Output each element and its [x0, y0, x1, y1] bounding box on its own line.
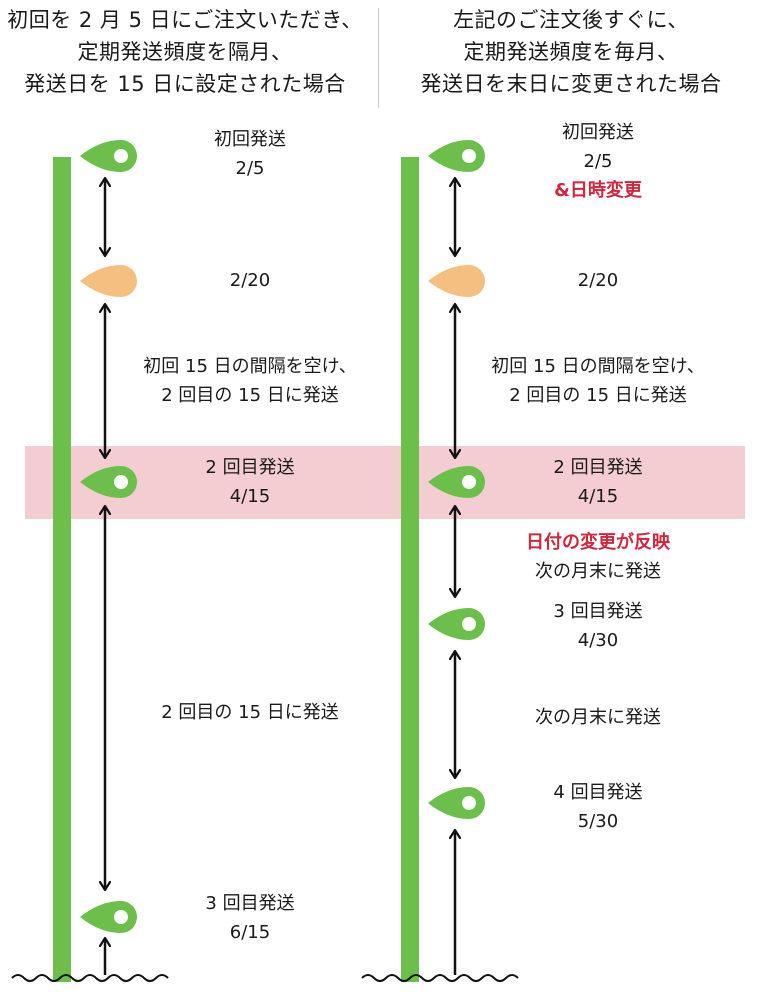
right-second-shipment-label: 2 回目発送 4/15 [468, 453, 728, 511]
left-interval-2-label: 2 回目の 15 日に発送 [120, 698, 380, 727]
left-timeline-rail [53, 157, 71, 982]
right-first-shipment-pin-icon [428, 140, 485, 172]
shipment-date: 6/15 [229, 922, 271, 943]
shipment-date: 4/15 [229, 486, 271, 507]
right-timeline-rail [401, 157, 419, 982]
interval-text: 次の月末に発送 [535, 561, 661, 582]
shipment-title: 2 回目発送 [205, 457, 295, 478]
left-wavy-baseline [11, 974, 169, 982]
left-second-shipment-label: 2 回目発送 4/15 [120, 453, 380, 511]
right-interval-2-label: 日付の変更が反映 次の月末に発送 [468, 528, 728, 586]
shipment-date: 2/5 [583, 151, 613, 172]
interval-text: 次の月末に発送 [535, 707, 661, 728]
right-header-line: 左記のご注文後すぐに、 [453, 8, 689, 32]
shipment-title: 初回発送 [562, 122, 634, 143]
left-date-marker-pin-icon [80, 265, 137, 297]
left-third-shipment-label: 3 回目発送 6/15 [120, 889, 380, 947]
shipment-date: 4/30 [577, 630, 619, 651]
right-interval-3-label: 次の月末に発送 [468, 703, 728, 732]
right-second-shipment-pin-icon [428, 466, 485, 498]
interval-text: 2 回目の 15 日に発送 [161, 702, 339, 723]
right-interval-1-label: 初回 15 日の間隔を空け、 2 回目の 15 日に発送 [468, 352, 728, 410]
shipment-date: 4/15 [577, 486, 619, 507]
header-divider [378, 8, 379, 108]
interval-text-line: 2 回目の 15 日に発送 [509, 385, 687, 406]
shipment-date: 5/30 [577, 811, 619, 832]
right-fourth-shipment-label: 4 回目発送 5/30 [468, 778, 728, 836]
right-date-marker-pin-icon [428, 265, 485, 297]
interval-text-line: 2 回目の 15 日に発送 [161, 385, 339, 406]
left-interval-1-label: 初回 15 日の間隔を空け、 2 回目の 15 日に発送 [120, 352, 380, 410]
left-first-shipment-pin-icon [80, 140, 137, 172]
interval-text-line: 初回 15 日の間隔を空け、 [491, 356, 705, 377]
marker-date: 2/20 [229, 270, 271, 291]
date-change-note: &日時変更 [554, 180, 642, 201]
left-scenario-header: 初回を 2 月 5 日にご注文いただき、 定期発送頻度を隔月、 発送日を 15 … [0, 4, 370, 100]
left-header-line: 定期発送頻度を隔月、 [77, 40, 293, 64]
shipment-title: 4 回目発送 [553, 782, 643, 803]
shipment-title: 初回発送 [214, 129, 286, 150]
right-header-line: 発送日を末日に変更された場合 [420, 72, 722, 96]
shipment-date: 2/5 [235, 158, 265, 179]
right-third-shipment-pin-icon [428, 608, 485, 640]
left-third-shipment-pin-icon [80, 901, 137, 933]
left-marker-date-label: 2/20 [120, 266, 380, 295]
shipment-title: 3 回目発送 [553, 601, 643, 622]
left-second-shipment-pin-icon [80, 466, 137, 498]
shipment-title: 3 回目発送 [205, 893, 295, 914]
left-first-shipment-label: 初回発送 2/5 [120, 125, 380, 183]
right-header-line: 定期発送頻度を毎月、 [463, 40, 679, 64]
date-reflected-note: 日付の変更が反映 [526, 532, 670, 553]
marker-date: 2/20 [577, 270, 619, 291]
right-fourth-shipment-pin-icon [428, 787, 485, 819]
interval-text-line: 初回 15 日の間隔を空け、 [143, 356, 357, 377]
right-marker-date-label: 2/20 [468, 266, 728, 295]
right-third-shipment-label: 3 回目発送 4/30 [468, 597, 728, 655]
right-scenario-header: 左記のご注文後すぐに、 定期発送頻度を毎月、 発送日を末日に変更された場合 [386, 4, 756, 100]
right-first-shipment-label: 初回発送 2/5 &日時変更 [468, 118, 728, 205]
right-wavy-baseline [361, 974, 519, 982]
left-header-line: 発送日を 15 日に設定された場合 [24, 72, 346, 96]
shipment-title: 2 回目発送 [553, 457, 643, 478]
second-shipment-highlight-band [25, 446, 745, 519]
left-header-line: 初回を 2 月 5 日にご注文いただき、 [7, 8, 363, 32]
